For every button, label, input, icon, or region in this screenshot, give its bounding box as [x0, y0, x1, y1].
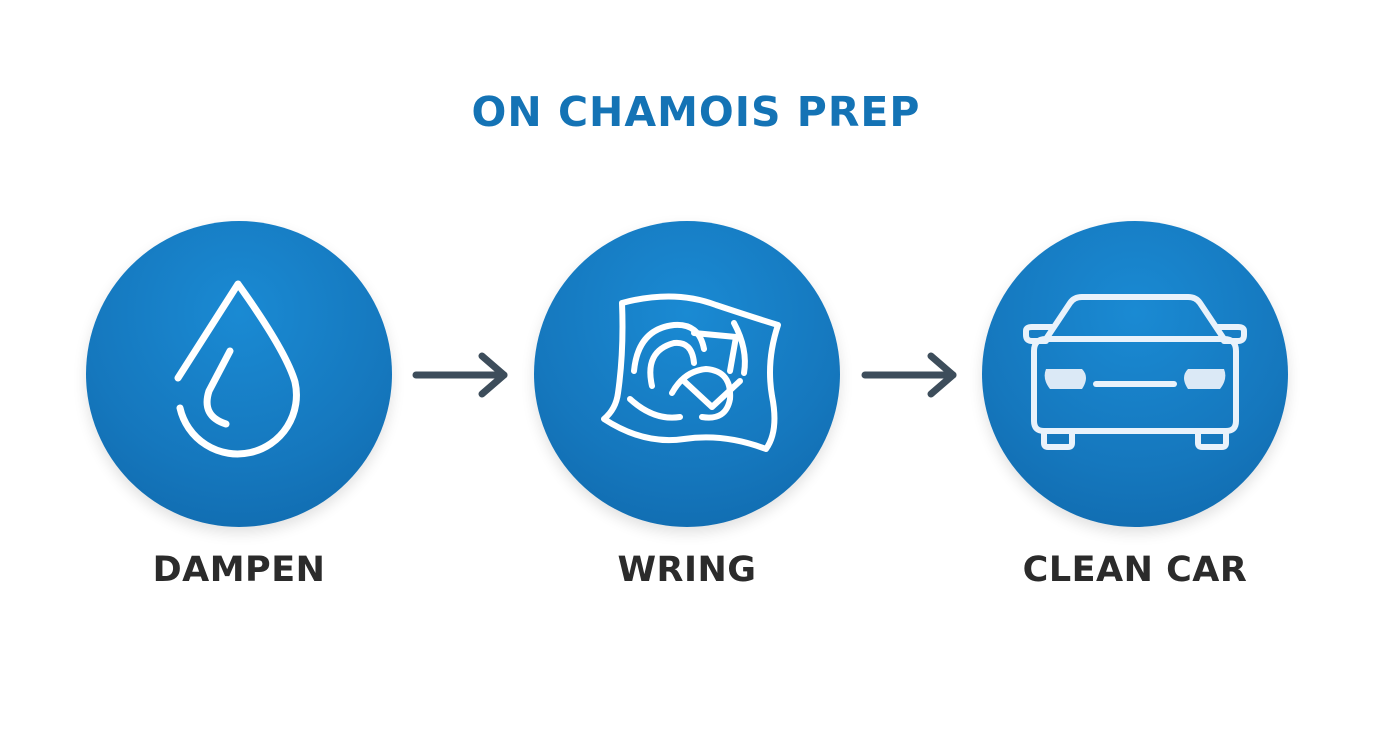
water-drop-icon: [174, 280, 300, 458]
arrow-right-icon: [412, 352, 508, 398]
step-label-dampen: DAMPEN: [152, 550, 326, 590]
arrow-right-icon: [861, 352, 957, 398]
step-wring-circle: [534, 221, 840, 527]
step-clean-car-circle: [982, 221, 1288, 527]
step-label-wring: WRING: [617, 550, 757, 590]
wrung-cloth-icon: [601, 293, 781, 452]
car-front-icon: [1023, 294, 1247, 450]
step-dampen-circle: [86, 221, 392, 527]
step-label-clean-car: CLEAN CAR: [1022, 550, 1248, 590]
diagram-title: ON CHAMOIS PREP: [471, 88, 921, 136]
